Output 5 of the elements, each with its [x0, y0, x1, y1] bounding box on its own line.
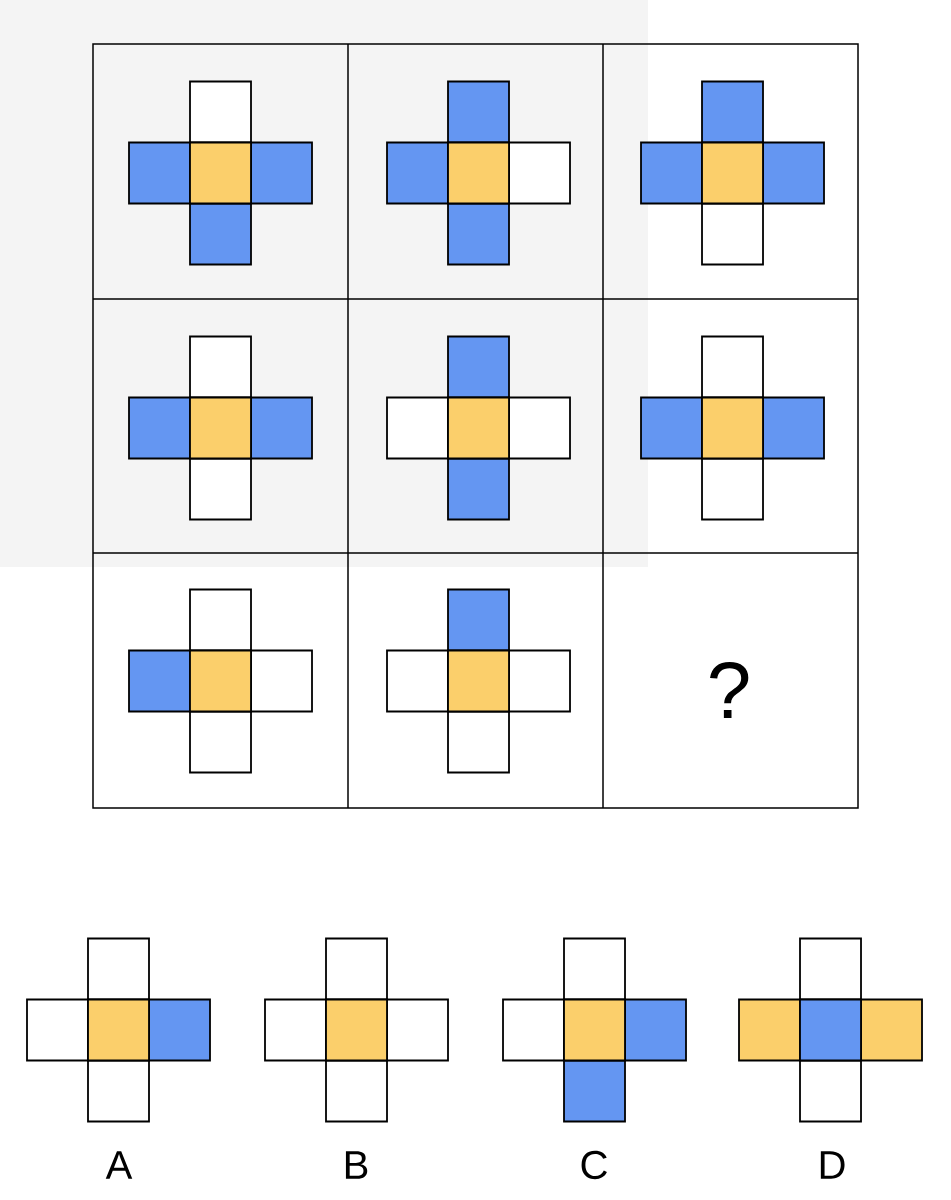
option-label: A — [105, 1151, 133, 1179]
option-label: C — [581, 1150, 607, 1180]
option-label: D — [820, 1151, 845, 1179]
question-mark: ? — [710, 662, 749, 718]
option-label: B — [345, 1151, 368, 1179]
